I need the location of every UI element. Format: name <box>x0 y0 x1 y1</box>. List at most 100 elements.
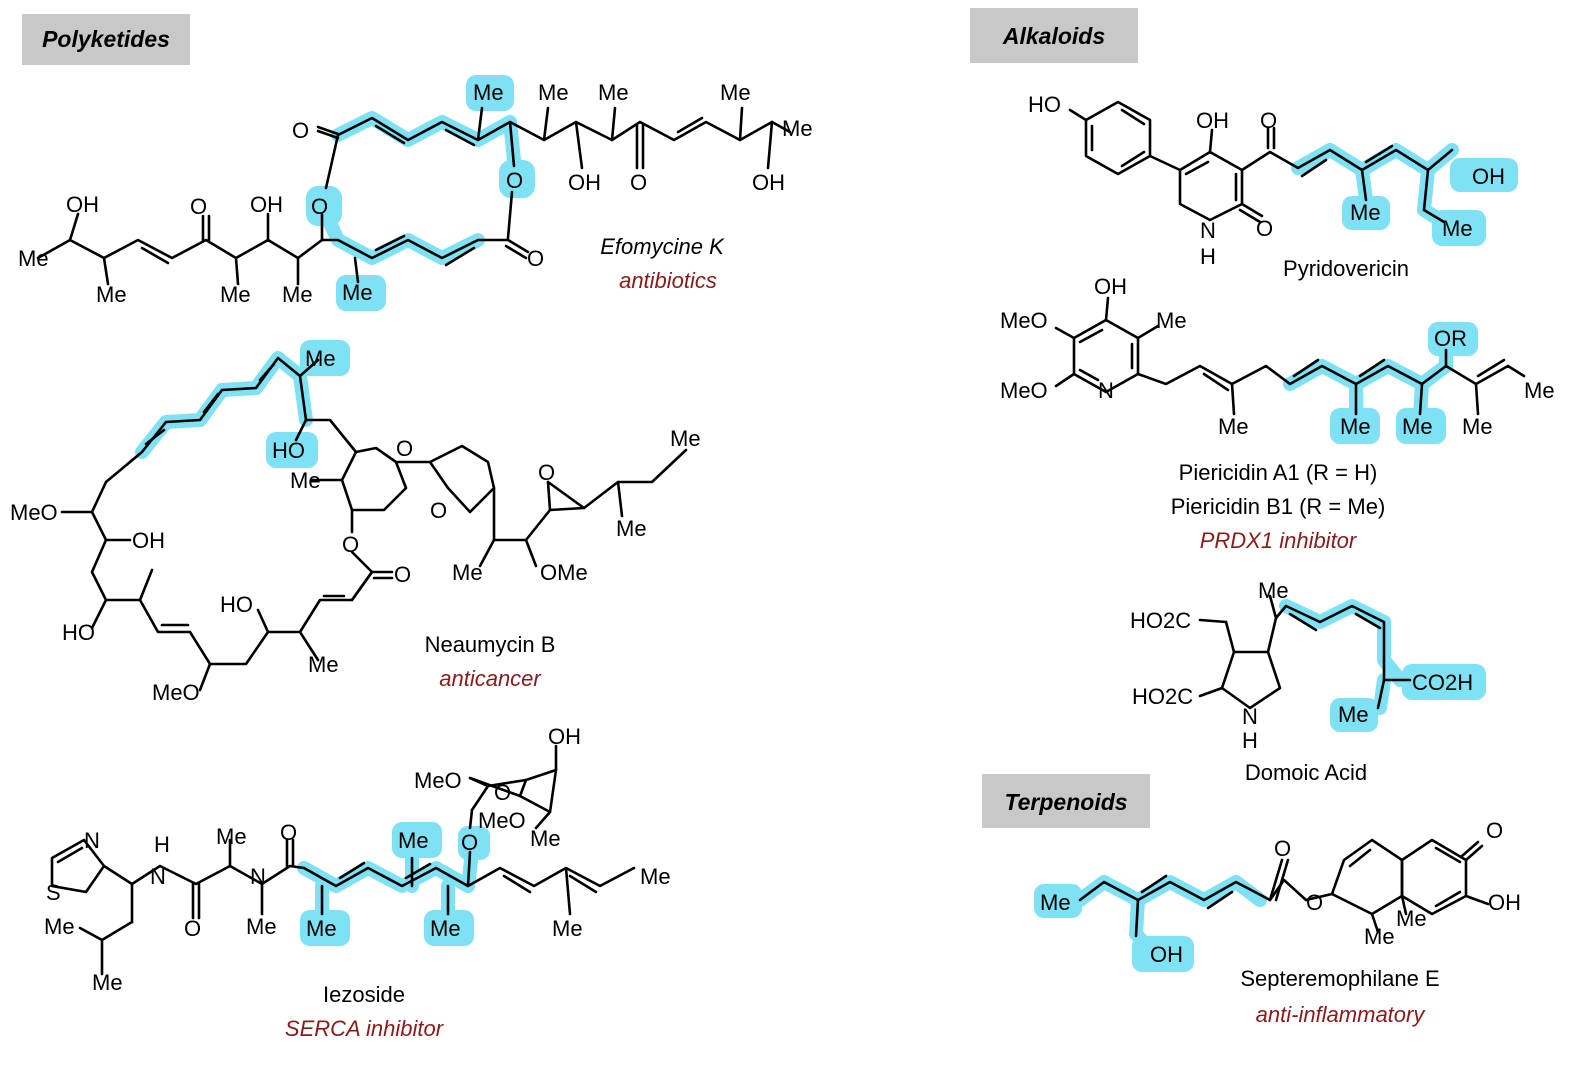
atom-label: Me <box>398 828 429 853</box>
structure-septeremophilane-e: Me OH O O O OH Me Me Septeremophilane E … <box>1034 818 1521 1027</box>
atom-label: Me <box>1462 414 1493 439</box>
atom-label: Me <box>1218 414 1249 439</box>
atom-label: Me <box>430 916 461 941</box>
atom-label: N <box>1242 704 1258 729</box>
atom-label: Me <box>1338 702 1369 727</box>
atom-label: O <box>527 246 544 271</box>
atom-label: Me <box>598 80 629 105</box>
atom-label: O <box>461 830 478 855</box>
compound-name-efomycine-k: Efomycine K <box>600 234 725 259</box>
atom-label: O <box>1260 108 1277 133</box>
atom-label: Me <box>1396 906 1427 931</box>
atom-label: O <box>396 436 413 461</box>
structure-pyridovericin: HO OH O N H O OH Me Me Pyridovericin <box>1028 92 1518 281</box>
atom-label: OMe <box>540 560 588 585</box>
atom-label: OR <box>1434 326 1467 351</box>
atom-label: HO2C <box>1130 608 1191 633</box>
atom-label: O <box>1486 818 1503 843</box>
atom-label: HO <box>62 620 95 645</box>
activity-septeremophilane-e: anti-inflammatory <box>1256 1002 1427 1027</box>
atom-label: Me <box>1258 578 1289 603</box>
atom-label: Me <box>1350 200 1381 225</box>
atom-label: O <box>292 118 309 143</box>
compound-name-piericidin-a1: Piericidin A1 (R = H) <box>1179 460 1378 485</box>
atom-label: OH <box>752 170 785 195</box>
atom-label: Me <box>1364 924 1395 949</box>
atom-label: Me <box>308 652 339 677</box>
compound-name-neaumycin-b: Neaumycin B <box>425 632 556 657</box>
atom-label: MeO <box>10 500 58 525</box>
atom-label: OH <box>250 192 283 217</box>
atom-label: Me <box>216 824 247 849</box>
atom-label: CO2H <box>1412 670 1473 695</box>
atom-label: HO <box>1028 92 1061 117</box>
atom-label: N <box>150 864 166 889</box>
section-label-alkaloids: Alkaloids <box>1002 23 1105 49</box>
atom-label: Me <box>1040 890 1071 915</box>
atom-label: Me <box>782 116 813 141</box>
atom-label: Me <box>552 916 583 941</box>
atom-label: O <box>184 916 201 941</box>
atom-label: O <box>394 562 411 587</box>
atom-label: MeO <box>478 808 526 833</box>
atom-label: O <box>342 532 359 557</box>
compound-name-iezoside: Iezoside <box>323 982 405 1007</box>
atom-label: MeO <box>414 768 462 793</box>
atom-label: Me <box>92 970 123 995</box>
section-header-alkaloids: Alkaloids <box>970 8 1138 63</box>
atom-label: O <box>280 820 297 845</box>
atom-label: N <box>250 864 266 889</box>
structure-efomycine-k: O O O O O O Me Me Me Me Me OH OH OH OH M… <box>18 75 813 311</box>
atom-label: Me <box>1524 378 1555 403</box>
atom-label: OH <box>568 170 601 195</box>
activity-neaumycin-b: anticancer <box>439 666 542 691</box>
atom-label: O <box>1306 890 1323 915</box>
atom-label: Me <box>305 346 336 371</box>
atom-label: OH <box>66 192 99 217</box>
activity-iezoside: SERCA inhibitor <box>285 1016 445 1041</box>
atom-label: Me <box>473 80 504 105</box>
atom-label: Me <box>1442 216 1473 241</box>
atom-label: Me <box>530 826 561 851</box>
structure-neaumycin-b: Me HO O Me O O O MeO OH HO HO Me MeO Me … <box>10 340 701 705</box>
atom-label: HO <box>220 592 253 617</box>
atom-label: Me <box>18 246 49 271</box>
atom-label: Me <box>246 914 277 939</box>
atom-label: O <box>1274 836 1291 861</box>
atom-label: MeO <box>1000 378 1048 403</box>
atom-label: O <box>506 168 523 193</box>
compound-name-piericidin-b1: Piericidin B1 (R = Me) <box>1171 494 1386 519</box>
atom-label: OH <box>1150 942 1183 967</box>
atom-label: Me <box>720 80 751 105</box>
atom-label: H <box>154 832 170 857</box>
atom-label: Me <box>290 468 321 493</box>
atom-label: O <box>311 194 328 219</box>
structure-iezoside: N S H N O Me N Me O Me Me Me Me Me O Me … <box>44 724 671 1041</box>
atom-label: OH <box>1094 274 1127 299</box>
atom-label: Me <box>1340 414 1371 439</box>
compound-name-pyridovericin: Pyridovericin <box>1283 256 1409 281</box>
compound-name-septeremophilane-e: Septeremophilane E <box>1240 966 1439 991</box>
atom-label: OH <box>548 724 581 749</box>
atom-label: OH <box>1488 890 1521 915</box>
section-header-polyketides: Polyketides <box>22 14 190 65</box>
atom-label: Me <box>538 80 569 105</box>
structure-domoic-acid: HO2C HO2C N H Me CO2H Me Domoic Acid <box>1130 578 1486 785</box>
atom-label: S <box>46 880 61 905</box>
atom-label: OH <box>1472 164 1505 189</box>
section-header-terpenoids: Terpenoids <box>982 774 1150 828</box>
atom-label: Me <box>452 560 483 585</box>
atom-label: O <box>1256 216 1273 241</box>
atom-label: Me <box>306 916 337 941</box>
atom-label: O <box>430 498 447 523</box>
activity-efomycine-k: antibiotics <box>619 268 717 293</box>
atom-label: MeO <box>1000 308 1048 333</box>
atom-label: H <box>1242 728 1258 753</box>
atom-label: Me <box>282 282 313 307</box>
atom-label: OH <box>132 528 165 553</box>
atom-label: Me <box>96 282 127 307</box>
atom-label: Me <box>220 282 251 307</box>
atom-label: O <box>538 460 555 485</box>
atom-label: HO <box>272 438 305 463</box>
